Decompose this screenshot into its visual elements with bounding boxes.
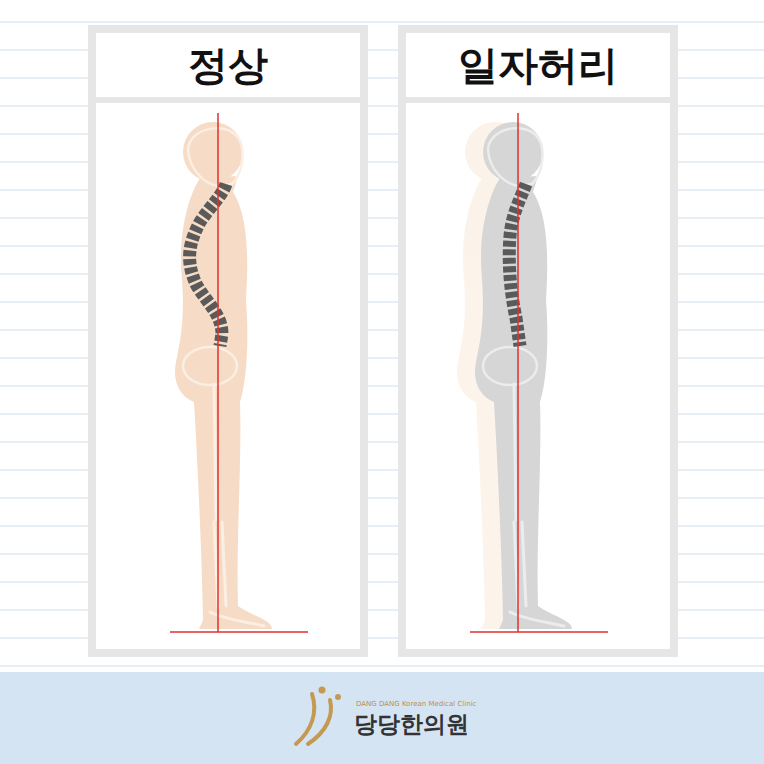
ground-line [170,631,308,633]
footer-band [0,672,764,764]
logo-subtitle: DANG DANG Korean Medical Clinic [356,700,476,708]
panel-box: 정상 [88,25,368,657]
panel-heading: 일자허리 [406,33,670,103]
ruled-lines [0,22,764,666]
plumb-line [217,113,219,632]
logo-name: 당당한의원 [354,709,469,740]
normal-figure [170,113,308,632]
curved-spine [190,184,226,346]
panel-box: 일자허리 [398,25,678,657]
ground-line [470,631,608,633]
flatback-figure [457,113,608,632]
panel-ground [88,25,368,657]
plumb-line [517,113,519,632]
logo-mark [296,687,341,745]
panel-heading: 정상 [96,33,360,103]
panel-ground [398,25,678,657]
